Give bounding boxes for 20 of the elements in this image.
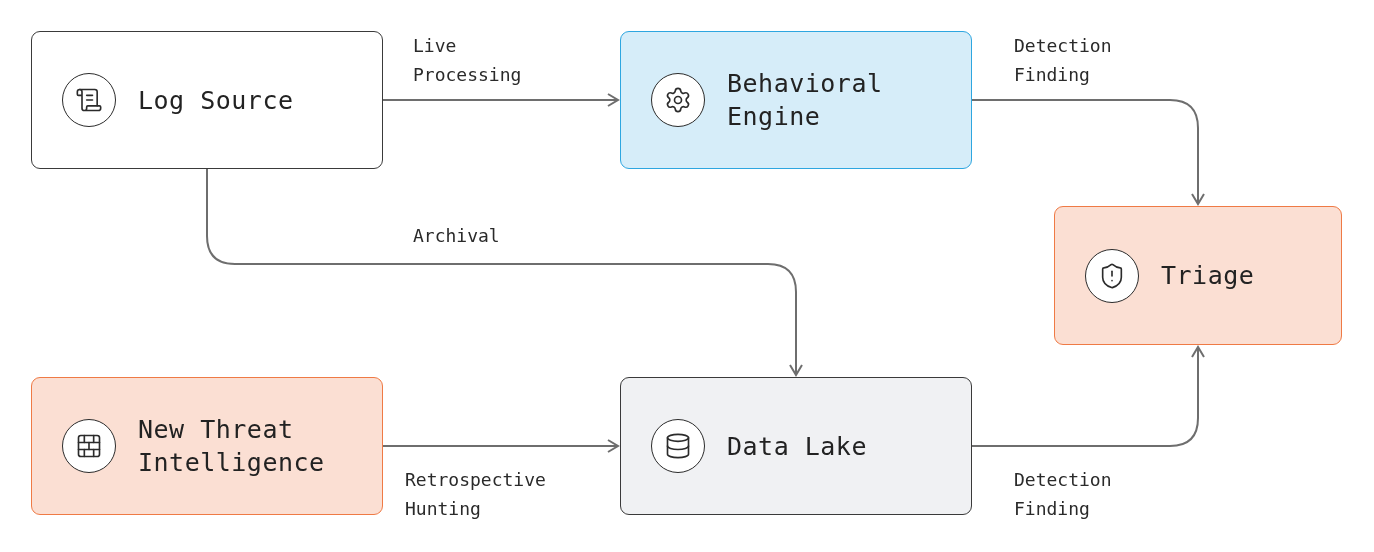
node-label: Log Source: [138, 84, 294, 117]
process-box: [31, 31, 383, 169]
node-label: Triage: [1161, 260, 1255, 292]
arrow: [971, 99, 1205, 205]
edge-label: Retrospective Hunting: [405, 468, 547, 521]
edge-label: Archival: [413, 224, 501, 248]
arrow: [382, 93, 619, 107]
edge-label: Live Processing: [413, 34, 523, 87]
node-label: Data Lake: [727, 430, 867, 463]
edge-label: Detection Finding: [1014, 468, 1113, 521]
node-label: New Threat Intelligence: [138, 414, 326, 479]
process-box: [620, 31, 972, 169]
edge-label: Detection Finding: [1014, 34, 1113, 87]
process-box: [31, 377, 383, 515]
arrow: [971, 346, 1205, 447]
node-label: Behavioral Engine: [727, 68, 884, 133]
process-box: [620, 377, 972, 515]
arrow: [382, 439, 619, 453]
process-box: [1054, 206, 1342, 345]
arrow: [206, 168, 803, 376]
